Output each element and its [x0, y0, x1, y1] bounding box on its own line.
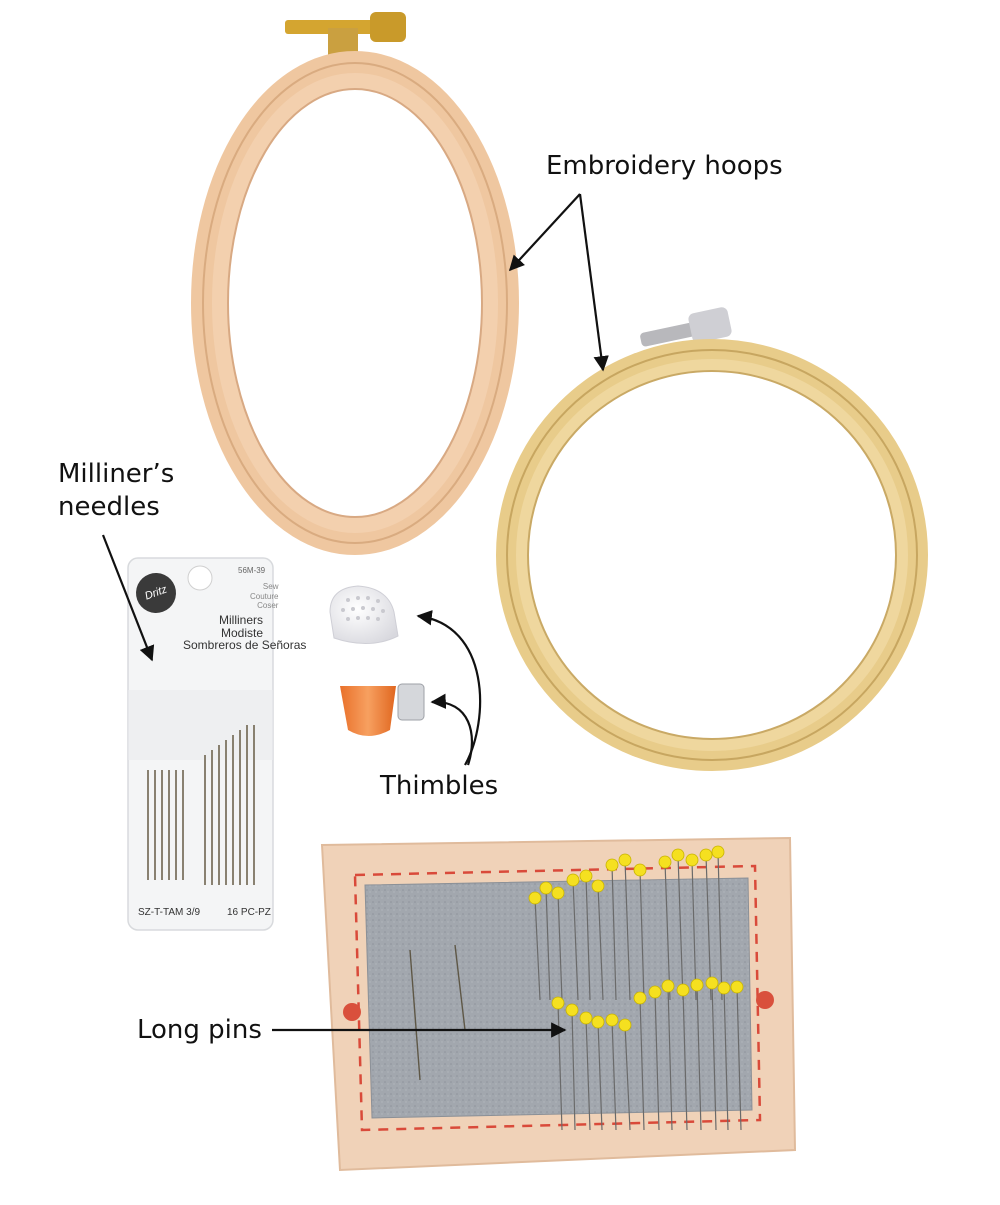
package-sew-lines: Sew Couture Coser [250, 582, 278, 611]
needle-set [147, 725, 255, 885]
package-hang-hole [187, 565, 213, 591]
thimbles-arrow-orange [430, 693, 474, 766]
loose-needles [409, 944, 466, 1081]
oval-embroidery-hoop [191, 12, 519, 555]
hoop-screw-knob [370, 12, 406, 42]
hoop-inner-ring [516, 359, 908, 751]
package-sew-line: Sew [262, 582, 279, 591]
package-title-line: Sombreros de Señoras [183, 638, 307, 653]
package-title-line: Milliners [218, 613, 263, 627]
long-pins-top-row [534, 851, 723, 1001]
package-size: SZ-T-TAM 3/9 [138, 907, 201, 918]
thimbles-label: Thimbles [380, 771, 499, 801]
hoop-inner-ring [212, 73, 498, 533]
snap-right [756, 991, 774, 1009]
package-sew-line: Coser [257, 601, 279, 611]
hoops-arrow-oval [508, 193, 581, 272]
embroidery-hoops-label: Embroidery hoops [546, 151, 783, 181]
milliners-needles-label-line2: needles [58, 491, 160, 522]
round-embroidery-hoop [496, 307, 928, 771]
hoop-outer-ring [191, 51, 519, 555]
needles-arrow [101, 534, 155, 662]
pincushion [320, 836, 797, 1172]
package-title: Milliners Modiste Sombreros de Señoras [183, 613, 307, 653]
stitching [353, 864, 762, 1132]
long-pins-label: Long pins [137, 1015, 262, 1045]
snap-left [343, 1003, 361, 1021]
milliners-needle-package [127, 557, 274, 931]
hoop-screw-knob [688, 307, 732, 343]
clear-thimble [329, 585, 399, 645]
hoop-screw [285, 20, 385, 34]
pin-heads [528, 845, 744, 1032]
package-count: 16 PC-PZ [227, 907, 271, 918]
callout-arrows [101, 193, 609, 1038]
hoops-arrow-round [578, 193, 609, 372]
hoop-outer-ring [496, 339, 928, 771]
package-product-code: 56M-39 [238, 566, 266, 575]
package-sew-line: Couture [250, 591, 279, 601]
thimbles-arrow-clear [416, 610, 482, 766]
milliners-needles-label: Milliner’s needles [58, 458, 174, 523]
milliners-needles-label-line1: Milliner’s [58, 459, 175, 489]
package-title-line: Modiste [220, 625, 263, 640]
orange-thimble [340, 683, 425, 736]
long-pins-bottom-row [557, 982, 742, 1131]
